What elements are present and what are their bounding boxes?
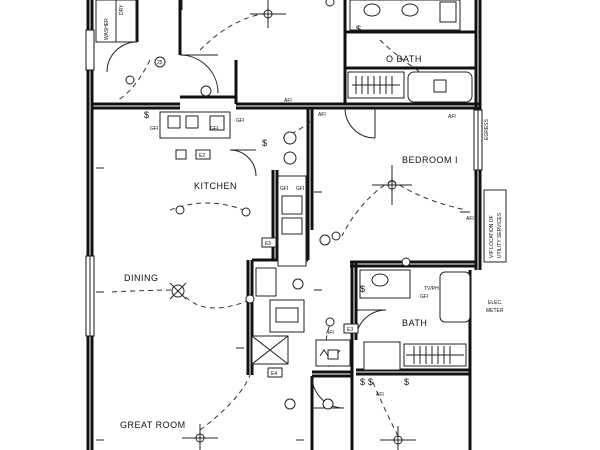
svg-text:AFI: AFI [318, 112, 326, 118]
room-label-bath: BATH [402, 318, 427, 328]
closet-rod-icon [347, 71, 405, 99]
ceiling-fan-icon [380, 426, 416, 450]
ceiling-fan-icon [372, 165, 412, 205]
bathtub-icon [439, 271, 471, 323]
svg-text:$: $ [360, 284, 365, 294]
ceiling-fan-icon [250, 0, 286, 28]
light-fixture-icon [169, 282, 187, 300]
svg-text:E5: E5 [265, 241, 271, 247]
svg-text:E2: E2 [199, 153, 205, 159]
svg-text:E4: E4 [271, 371, 277, 377]
windows [85, 29, 483, 337]
svg-text:VIF LOCATION OF: VIF LOCATION OF [489, 215, 495, 258]
svg-text:METER: METER [486, 308, 504, 314]
svg-text:GFI: GFI [280, 186, 288, 192]
svg-text:GFI: GFI [236, 118, 244, 124]
svg-text:$: $ [356, 24, 361, 34]
svg-text:AFI: AFI [284, 98, 292, 104]
vanity-sink-icon [349, 0, 461, 31]
ceiling-light-icon [125, 0, 411, 327]
svg-text:WASHER: WASHER [104, 18, 110, 40]
bath-sink-icon [359, 269, 411, 299]
outlet-symbols [96, 0, 470, 441]
room-label-bedroom-1: BEDROOM I [402, 155, 458, 165]
svg-text:AFI: AFI [326, 330, 334, 336]
room-label-dining: DINING [124, 273, 159, 283]
ceiling-fan-icon [182, 424, 218, 450]
egress-note: EGRESS [484, 118, 490, 140]
e-tags: E2 E5 E3 E4 [175, 149, 359, 378]
svg-text:$: $ [404, 377, 409, 387]
tv-ph-label: TV/PH [424, 286, 439, 292]
svg-text:ELEC.: ELEC. [488, 300, 502, 306]
kitchen-counter [159, 111, 307, 365]
bathtub-icon [407, 71, 473, 103]
svg-text:GFI: GFI [210, 126, 218, 132]
svg-text:$: $ [262, 138, 267, 148]
svg-text:GFI: GFI [420, 294, 428, 300]
room-label-great-room: GREAT ROOM [120, 420, 186, 430]
svg-text:AFI: AFI [466, 216, 474, 222]
svg-text:AFI: AFI [376, 392, 384, 398]
closet-rod-icon [403, 343, 467, 367]
outlet-tags: AFI AFI AFI AFI GFI GFI GFI GFI GFI GFI … [150, 98, 474, 398]
switch-marks: $ $ $ $ $ $ $ [144, 24, 409, 387]
utility-services-note: VIF LOCATION OF UTILITY SERVICES [483, 189, 507, 263]
washer-dryer-icon: WASHER DRY [95, 0, 137, 43]
svg-text:GFI: GFI [296, 186, 304, 192]
svg-text:25: 25 [157, 60, 163, 66]
room-label-kitchen: KITCHEN [194, 181, 237, 191]
circuit-tag: 25 [154, 56, 334, 410]
svg-text:UTILITY SERVICES: UTILITY SERVICES [497, 212, 503, 258]
svg-text:$: $ [368, 377, 373, 387]
elec-meter-label: ELEC. METER [486, 300, 504, 314]
svg-text:GFI: GFI [150, 126, 158, 132]
svg-text:E3: E3 [347, 327, 353, 333]
svg-text:$: $ [360, 377, 365, 387]
svg-text:$: $ [144, 110, 149, 120]
closet-icon [363, 341, 401, 371]
svg-text:DRY: DRY [119, 4, 125, 15]
svg-text:AFI: AFI [448, 114, 456, 120]
room-label-o-bath: O BATH [386, 54, 422, 64]
